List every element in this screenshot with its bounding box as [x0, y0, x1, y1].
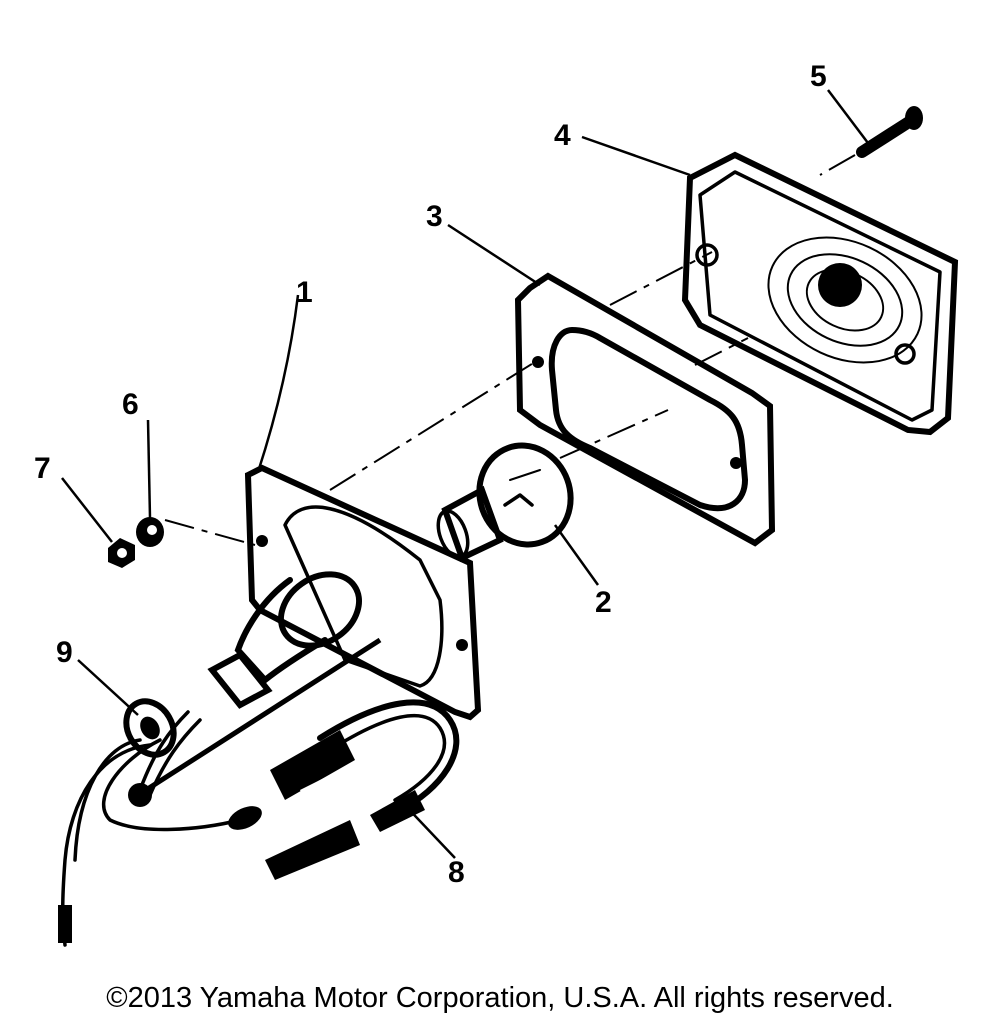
part-bulb — [436, 442, 574, 563]
leader-lines — [61, 89, 869, 859]
alignment-lines — [164, 154, 856, 546]
part-base-housing — [207, 294, 482, 721]
part-washer — [136, 517, 164, 547]
copyright-notice: ©2013 Yamaha Motor Corporation, U.S.A. A… — [106, 982, 894, 1014]
part-gasket — [514, 272, 776, 547]
callout-3: 3 — [426, 200, 443, 233]
part-lens-housing — [681, 151, 959, 436]
callout-2: 2 — [595, 586, 612, 619]
callout-8: 8 — [448, 856, 465, 889]
callout-9: 9 — [56, 636, 73, 669]
part-nut — [108, 538, 135, 568]
callout-1: 1 — [296, 276, 313, 309]
callout-5: 5 — [810, 60, 827, 93]
callout-4: 4 — [554, 119, 571, 152]
callout-7: 7 — [34, 452, 51, 485]
callout-6: 6 — [122, 388, 139, 421]
part-wire-harness — [58, 637, 460, 947]
part-grommet — [123, 698, 177, 758]
part-screw — [856, 106, 923, 158]
